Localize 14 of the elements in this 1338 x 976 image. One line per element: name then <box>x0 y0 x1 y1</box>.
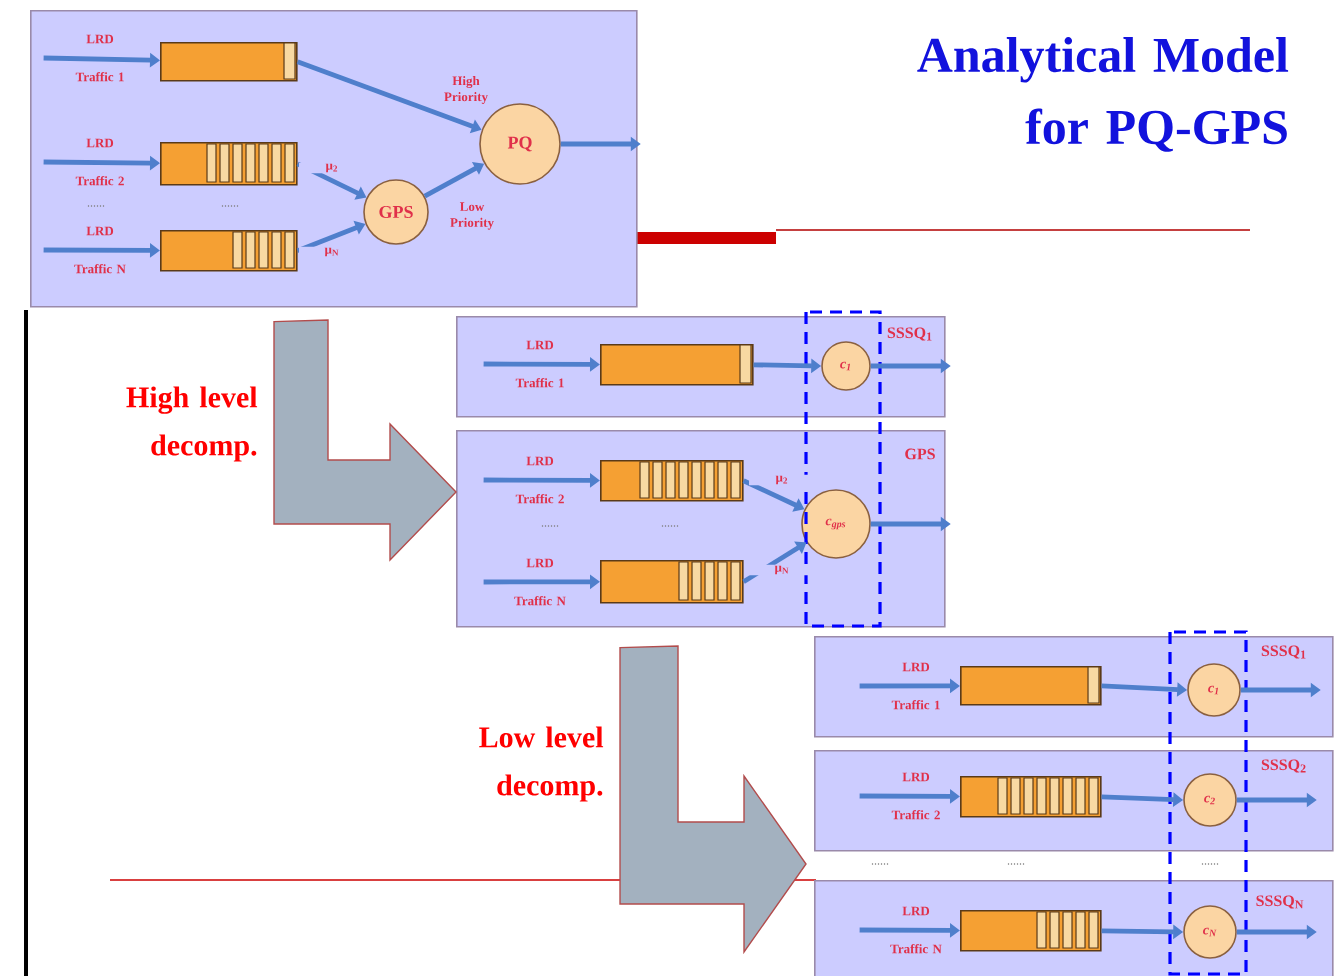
queue-drawing <box>600 460 744 502</box>
block-arrow <box>273 319 457 562</box>
queue-drawing <box>600 560 744 604</box>
queue-drawing <box>600 344 754 386</box>
title: Analytical Model for PQ-GPS <box>917 37 1289 152</box>
queue-drawing <box>960 666 1102 706</box>
queue-drawing <box>160 230 298 272</box>
edge-label: Low level decomp. <box>479 726 604 802</box>
edge-label: High level decomp. <box>126 386 258 462</box>
queue-drawing <box>160 142 298 186</box>
queue-drawing <box>960 776 1102 818</box>
block-arrow <box>619 645 807 955</box>
queue-drawing <box>960 910 1102 952</box>
queue-drawing <box>160 42 298 82</box>
